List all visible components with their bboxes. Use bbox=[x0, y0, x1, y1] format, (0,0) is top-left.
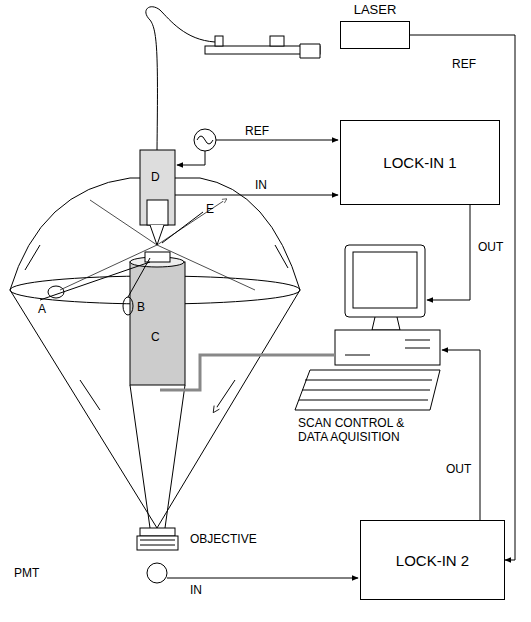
part-label: OBJECTIVE bbox=[190, 532, 257, 546]
device-name: LOCK-IN 2 bbox=[396, 552, 469, 569]
part-label: OUT bbox=[478, 240, 503, 254]
wire bbox=[40, 262, 150, 300]
coil bbox=[123, 297, 133, 315]
part-label: SCAN CONTROL & DATA AQUISITION bbox=[298, 416, 423, 444]
device-name: LASER bbox=[340, 2, 410, 17]
part-label: B bbox=[137, 300, 145, 314]
part-label: E bbox=[206, 202, 214, 216]
tuning-fork-holder bbox=[140, 150, 175, 225]
part-label: A bbox=[38, 302, 46, 316]
pmt bbox=[147, 563, 167, 583]
part-label: PMT bbox=[14, 566, 39, 580]
signal-label: REF bbox=[450, 57, 478, 71]
signal-line bbox=[410, 35, 515, 560]
part-label: C bbox=[151, 330, 160, 344]
objective bbox=[137, 528, 178, 550]
lock-in-amplifier: LOCK-IN 1 bbox=[340, 120, 500, 205]
computer bbox=[295, 245, 440, 410]
lock-in-amplifier: LOCK-IN 2 bbox=[360, 520, 505, 600]
piezo-scanner bbox=[130, 262, 185, 385]
part-label: IN bbox=[255, 178, 267, 192]
part-label: REF bbox=[245, 124, 269, 138]
device-name: LOCK-IN 1 bbox=[383, 154, 456, 171]
part-label: OUT bbox=[446, 462, 471, 476]
part-label: IN bbox=[190, 583, 202, 597]
laser-box bbox=[340, 21, 410, 49]
oscillator bbox=[194, 129, 216, 151]
part-label: D bbox=[151, 170, 160, 184]
laser: LASER bbox=[340, 2, 410, 49]
